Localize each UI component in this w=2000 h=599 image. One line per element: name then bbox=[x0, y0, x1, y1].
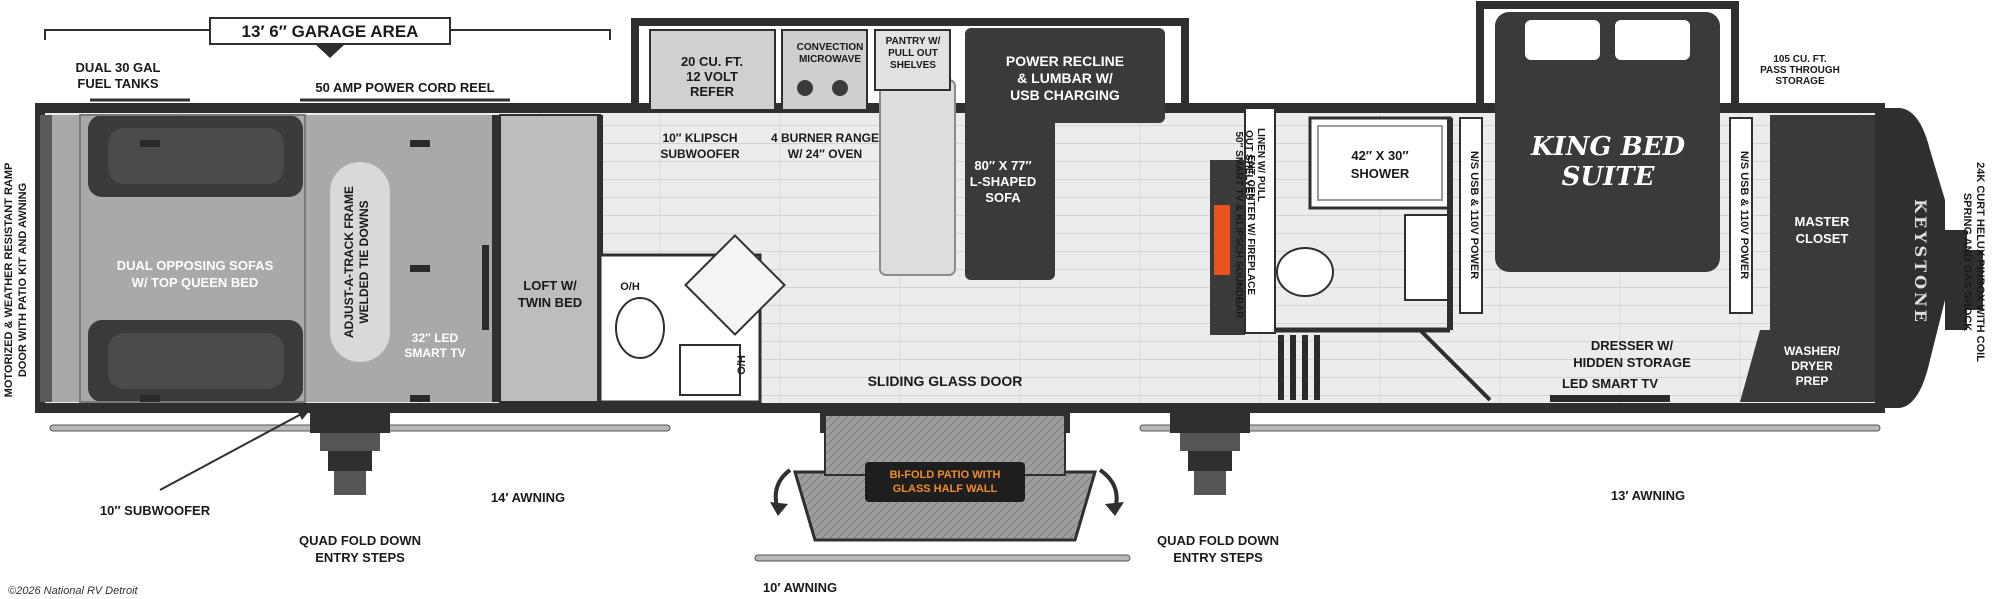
front-cap bbox=[1875, 108, 1945, 408]
subwoofer-label: 10″ SUBWOOFER bbox=[100, 503, 211, 518]
burners bbox=[797, 80, 848, 96]
usb-power-right-label: N/S USB & 110V POWER bbox=[1738, 151, 1750, 279]
toilet-master bbox=[1276, 247, 1334, 297]
ramp-door bbox=[40, 115, 52, 402]
nightstand-right bbox=[1729, 117, 1753, 314]
loft-label: LOFT W/TWIN BED bbox=[518, 278, 582, 310]
subwoofer-line bbox=[159, 411, 306, 491]
pinbox bbox=[1945, 230, 1967, 330]
pillow-left bbox=[1525, 20, 1600, 60]
patio-label-box bbox=[865, 462, 1025, 502]
garage-area-label: 13′ 6″ GARAGE AREA bbox=[242, 22, 419, 41]
steps-right bbox=[1170, 408, 1250, 495]
nightstand-left bbox=[1459, 117, 1483, 314]
master-closet bbox=[1770, 115, 1875, 330]
power-recline-label: POWER RECLINE& LUMBAR W/USB CHARGING bbox=[1006, 53, 1124, 103]
power-recliners bbox=[965, 28, 1165, 123]
sink-rear bbox=[684, 234, 786, 336]
dresser-label: DRESSER W/HIDDEN STORAGE bbox=[1573, 338, 1691, 370]
counter-island bbox=[879, 79, 956, 276]
range bbox=[781, 29, 868, 111]
pinbox-label: 24K CURT HELUX PINBOX WITH COILSPRING AN… bbox=[1961, 162, 1986, 362]
steps-left bbox=[310, 408, 390, 495]
power-cord-label: 50 AMP POWER CORD REEL bbox=[315, 80, 494, 95]
linen-cabinet bbox=[1244, 107, 1276, 334]
tie-downs bbox=[140, 140, 430, 402]
awning-10 bbox=[754, 554, 1131, 562]
refer bbox=[649, 29, 776, 111]
awning-13 bbox=[1139, 424, 1881, 432]
bedroom-tv-label: LED SMART TV bbox=[1562, 376, 1658, 391]
queen-bed-outline bbox=[79, 114, 306, 403]
linen-label: LINEN W/ PULLOUT SHELVES bbox=[1243, 128, 1266, 202]
shower bbox=[1308, 116, 1452, 210]
track-frame bbox=[330, 162, 390, 362]
vanity-master bbox=[1404, 214, 1451, 301]
fireplace bbox=[1214, 205, 1230, 275]
hall-wardrobe bbox=[1278, 335, 1320, 400]
toilet-rear bbox=[615, 297, 665, 359]
loft-area bbox=[499, 114, 601, 403]
keystone-brand: KEYSTONE bbox=[1911, 199, 1930, 325]
sliding-door-label: SLIDING GLASS DOOR bbox=[868, 373, 1023, 389]
overhead-label-2: O/H bbox=[736, 355, 748, 375]
shower-label: 42″ X 30″SHOWER bbox=[1351, 148, 1410, 181]
l-shaped-sofa bbox=[965, 100, 1055, 280]
pillow-right bbox=[1615, 20, 1690, 60]
ent-center-label: ENT. CENTER W/ FIREPLACE50″ SMART TV & K… bbox=[1233, 131, 1256, 319]
usb-power-left-label: N/S USB & 110V POWER bbox=[1468, 151, 1480, 279]
awning-10-label: 10′ AWNING bbox=[763, 580, 837, 595]
copyright: ©2026 National RV Detroit bbox=[8, 585, 139, 597]
awning-14-label: 14′ AWNING bbox=[491, 490, 565, 505]
washer-dryer bbox=[1740, 330, 1875, 402]
garage-tv bbox=[482, 245, 489, 330]
track-label: ADJUST-A-TRACK FRAMEWELDED TIE DOWNS bbox=[342, 186, 371, 338]
awning-13-label: 13′ AWNING bbox=[1611, 488, 1685, 503]
king-bed bbox=[1495, 12, 1720, 272]
bedroom-tv bbox=[1550, 395, 1670, 402]
overhead-label-1: O/H bbox=[620, 281, 640, 293]
vanity-rear bbox=[679, 344, 741, 396]
